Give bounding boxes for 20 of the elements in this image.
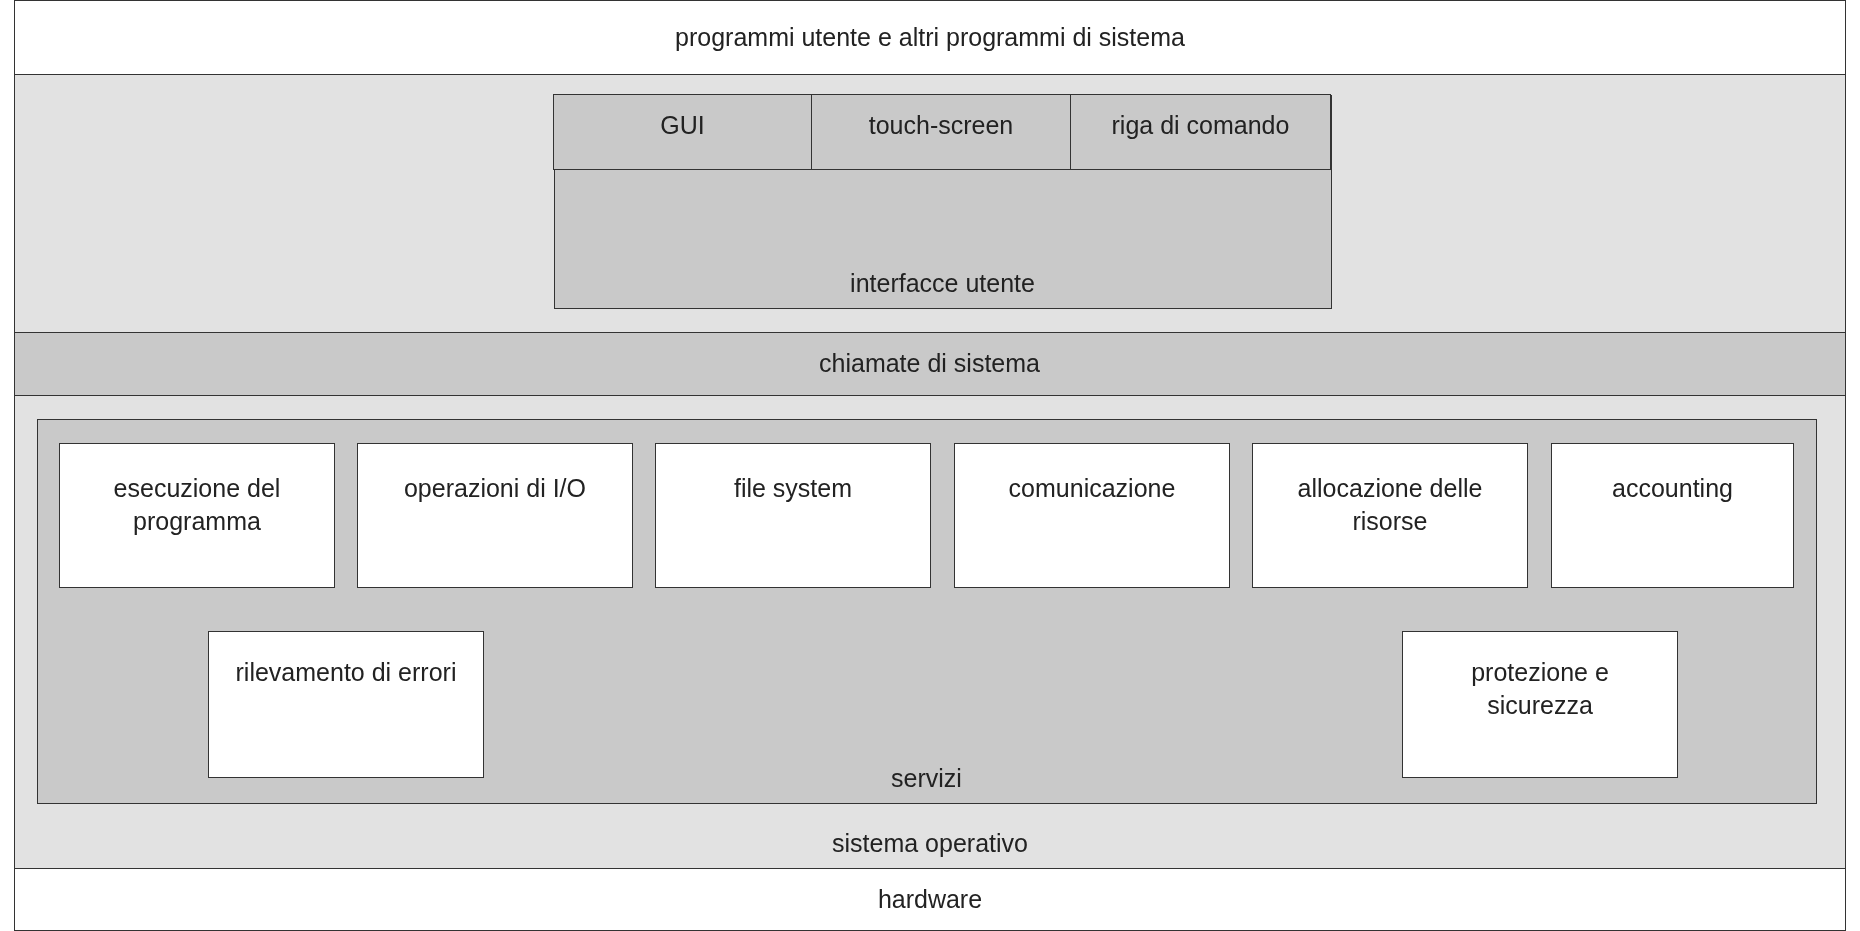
layer-band: chiamate di sistema: [13, 331, 1846, 396]
layer-band: hardware: [14, 868, 1846, 931]
layer-band: [14, 74, 1846, 869]
layer-label: servizi: [891, 763, 962, 793]
service-box: accounting: [1551, 443, 1794, 588]
panel-cell: GUI: [553, 94, 812, 170]
layer-label: sistema operativo: [832, 829, 1028, 858]
service-box: protezione e sicurezza: [1402, 631, 1678, 778]
interface-panel: [553, 94, 1332, 309]
service-box: operazioni di I/O: [357, 443, 633, 588]
service-box: comunicazione: [954, 443, 1230, 588]
panel-cell: touch-screen: [811, 94, 1071, 170]
service-box: file system: [655, 443, 931, 588]
service-box: rilevamento di errori: [208, 631, 484, 778]
panel-cell: riga di comando: [1070, 94, 1331, 170]
services-panel: [36, 418, 1817, 804]
layer-band: programmi utente e altri programmi di sistema: [14, 0, 1846, 75]
layer-label: interfacce utente: [850, 268, 1035, 298]
service-box: esecuzione del programma: [59, 443, 335, 588]
service-box: allocazione delle risorse: [1252, 443, 1528, 588]
